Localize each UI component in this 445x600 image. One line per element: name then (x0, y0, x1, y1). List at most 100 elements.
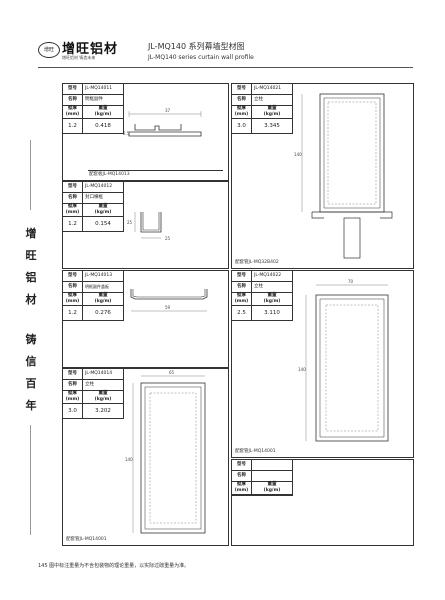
spec-label: 名称 (232, 95, 252, 105)
spec-unit: (mm) (65, 397, 80, 402)
spec-model: JL-MQ14022 (254, 273, 282, 278)
page-footer: 145 图中标注重量为不含包装物的理论重量，以实际过磅重量为准。 (38, 562, 189, 569)
spec-name: 立柱 (85, 382, 94, 387)
sidebar-char: 百 (25, 377, 37, 390)
page-title: JL-MQ140 系列幕墙型材图 (148, 42, 245, 51)
spec-name: 明框副件盖板 (85, 284, 109, 289)
spec-model: JL-MQ14014 (85, 371, 113, 376)
spec-weight: 0.418 (95, 123, 111, 129)
spec-label: 壁厚 (237, 482, 246, 487)
spec-label: 名称 (63, 282, 83, 292)
spec-thickness: 1.2 (63, 217, 83, 231)
spec-label: 重量 (267, 106, 277, 111)
profile-drawing: 25 25 (127, 212, 171, 241)
spec-label: 重量 (267, 482, 277, 487)
spec-unit: (mm) (234, 112, 249, 117)
spec-model: JL-MQ14012 (85, 184, 113, 189)
spec-unit: (kg/m) (263, 488, 281, 493)
spec-thickness: 2.5 (232, 306, 252, 320)
spec-label: 型号 (232, 460, 252, 470)
dimension-label: 37 (165, 108, 171, 113)
footer-note: 图中标注重量为不含包装物的理论重量，以实际过磅重量为准。 (49, 563, 190, 569)
spec-label: 名称 (63, 95, 83, 105)
spec-model: JL-MQ14021 (254, 86, 282, 91)
panel-caption: 配套管JL-MQ14001 (66, 537, 107, 542)
spec-label: 型号 (63, 84, 83, 94)
sidebar-rule-top (30, 140, 31, 210)
spec-label: 重量 (98, 391, 108, 396)
brand-name: 增旺铝材 (62, 42, 119, 57)
page-number: 145 (38, 563, 48, 569)
profile-drawing: 65 140 (125, 370, 206, 534)
spec-unit: (kg/m) (263, 112, 281, 117)
spec-label: 型号 (232, 271, 252, 281)
spec-unit: (kg/m) (94, 210, 112, 215)
dimension-label: 25 (127, 220, 133, 225)
spec-label: 壁厚 (68, 204, 77, 209)
spec-name (252, 471, 292, 481)
spec-table: 型号 名称 壁厚(mm)重量(kg/m) (232, 460, 293, 496)
spec-unit: (mm) (234, 299, 249, 304)
spec-label: 型号 (63, 182, 83, 192)
profile-drawing: 70 140 (298, 279, 389, 442)
spec-unit: (mm) (65, 210, 80, 215)
spec-thickness: 1.2 (63, 119, 83, 133)
profile-drawing: 59 (130, 289, 208, 312)
sidebar-char: 材 (25, 293, 37, 306)
spec-unit: (kg/m) (94, 397, 112, 402)
sidebar-char: 铝 (25, 271, 37, 284)
spec-model (252, 460, 292, 470)
spec-label: 型号 (63, 271, 83, 281)
panel-caption: 配套管JL-MQ32B402 (235, 260, 279, 265)
spec-unit: (mm) (65, 112, 80, 117)
caption-rule (88, 170, 223, 171)
spec-label: 名称 (63, 193, 83, 203)
profile-drawing: 140 (294, 93, 393, 259)
dimension-label: 2.5 (123, 131, 130, 136)
spec-name: 封口横框 (85, 195, 103, 200)
spec-weight: 0.154 (95, 221, 111, 227)
sidebar-char: 旺 (25, 249, 37, 262)
spec-model: JL-MQ14011 (85, 86, 113, 91)
spec-label: 名称 (232, 471, 252, 481)
dimension-label: 25 (165, 236, 171, 241)
brand-slogan: 增旺铝材 铸造未来 (62, 55, 96, 60)
spec-weight: 3.110 (264, 310, 280, 316)
brand-logo: 增旺 增旺铝材 增旺铝材 铸造未来 (38, 38, 143, 65)
profile-drawing: 37 2.5 (123, 108, 202, 137)
spec-weight: 3.345 (264, 123, 280, 129)
spec-thickness: 3.0 (63, 404, 83, 418)
dimension-label: 140 (298, 367, 306, 372)
sidebar-char: 信 (25, 355, 37, 368)
spec-unit: (mm) (65, 299, 80, 304)
dimension-label: 59 (165, 305, 171, 310)
spec-unit: (kg/m) (263, 299, 281, 304)
spec-label: 型号 (63, 369, 83, 379)
spec-label: 名称 (63, 380, 83, 390)
header-divider (38, 67, 413, 68)
spec-unit: (kg/m) (94, 112, 112, 117)
spec-thickness: 3.0 (232, 119, 252, 133)
spec-name: 明框副件 (85, 97, 103, 102)
spec-unit: (kg/m) (94, 299, 112, 304)
spec-name: 立柱 (254, 284, 263, 289)
dimension-label: 140 (125, 457, 133, 462)
spec-label: 重量 (98, 293, 108, 298)
spec-weight: 3.202 (95, 408, 111, 414)
dimension-label: 140 (294, 152, 302, 157)
spec-label: 壁厚 (68, 106, 77, 111)
spec-label: 壁厚 (237, 293, 246, 298)
dimension-label: 65 (169, 370, 175, 375)
spec-label: 重量 (98, 204, 108, 209)
spec-label: 壁厚 (68, 293, 77, 298)
